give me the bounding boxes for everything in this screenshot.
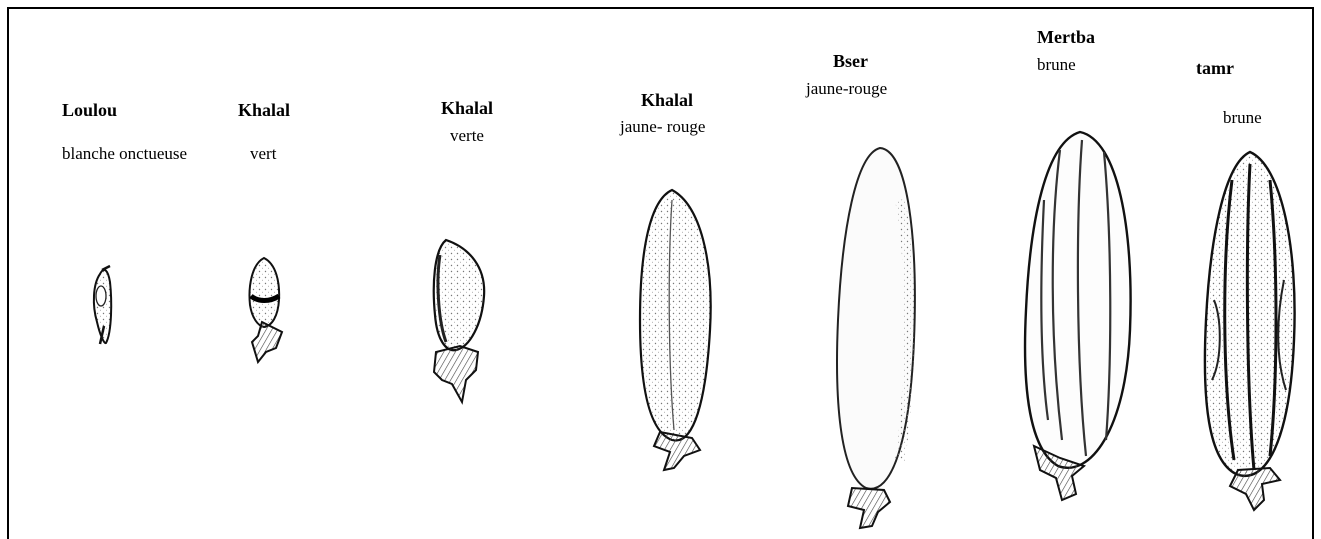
figure-frame <box>7 7 1314 539</box>
stage-7-color: brune <box>1223 108 1262 128</box>
stage-2-color: vert <box>250 144 276 164</box>
stage-5-color: jaune-rouge <box>806 79 887 99</box>
stage-4-color: jaune- rouge <box>620 117 705 137</box>
stage-3-name: Khalal <box>441 98 493 119</box>
stage-6-name: Mertba <box>1037 27 1095 48</box>
stage-7-name: tamr <box>1196 58 1234 79</box>
stage-2-name: Khalal <box>238 100 290 121</box>
stage-4-name: Khalal <box>641 90 693 111</box>
stage-5-name: Bser <box>833 51 868 72</box>
stage-1-name: Loulou <box>62 100 117 121</box>
stage-3-color: verte <box>450 126 484 146</box>
stage-1-color: blanche onctueuse <box>62 144 187 164</box>
stage-6-color: brune <box>1037 55 1076 75</box>
